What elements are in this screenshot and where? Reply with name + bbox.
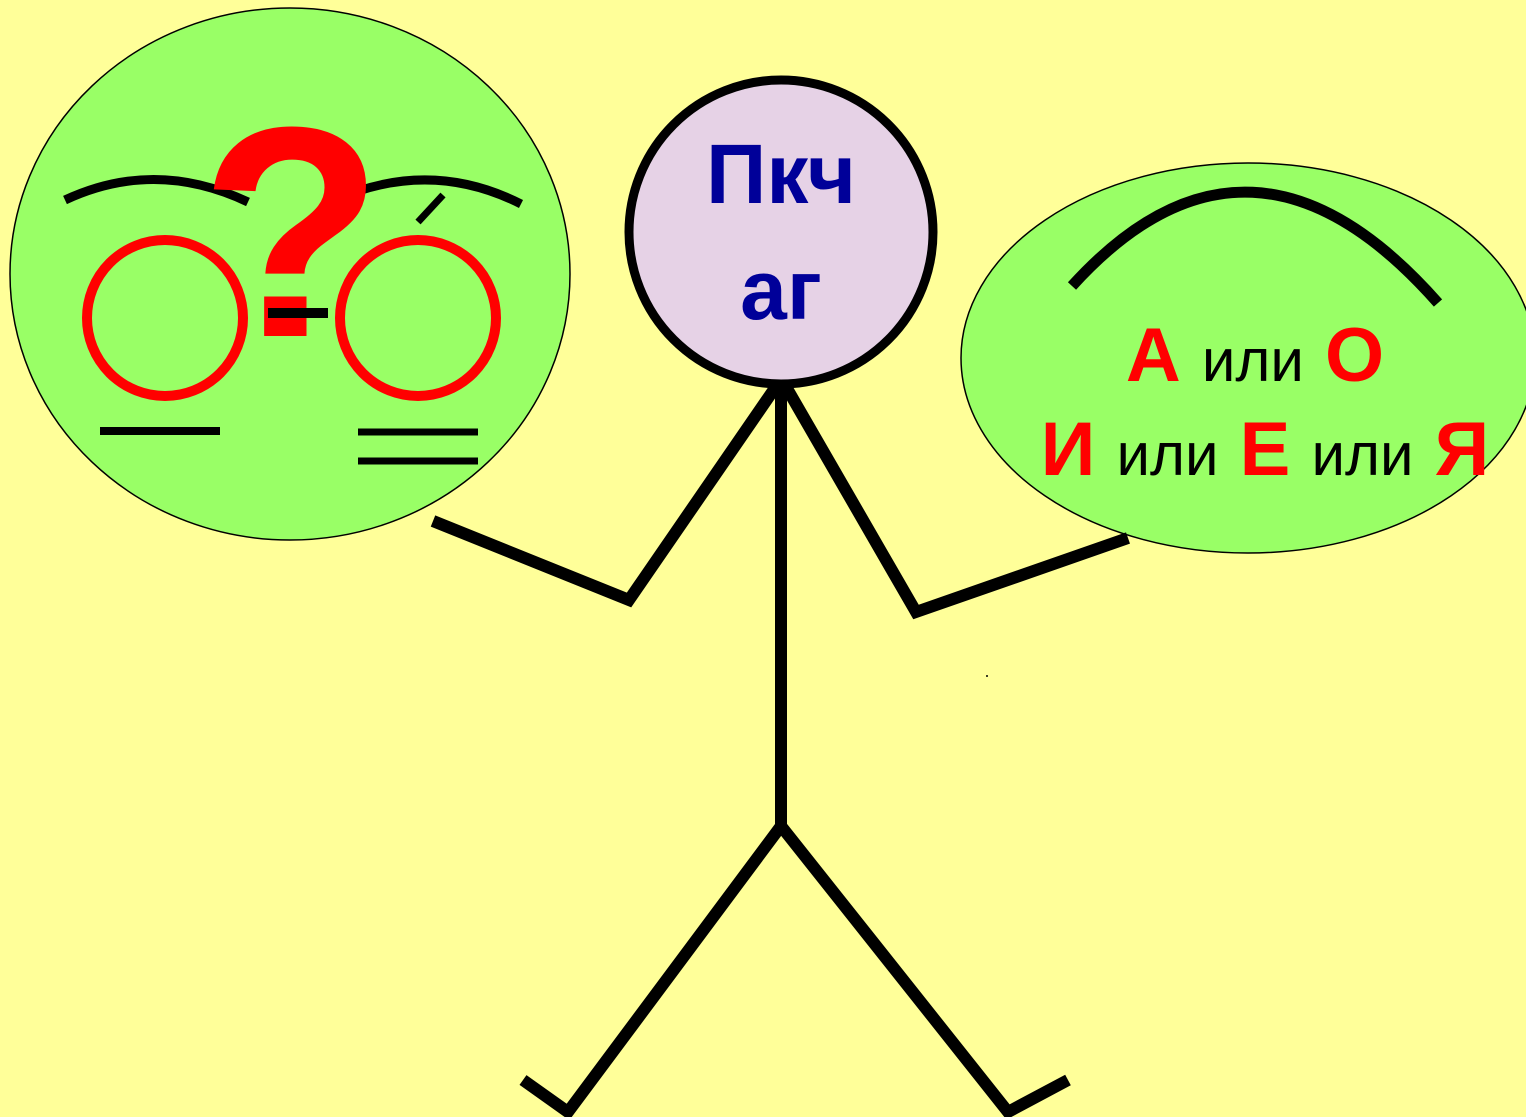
stick-figure: [430, 381, 1130, 1117]
left-arc-2: [333, 175, 524, 209]
vowel-o: О: [1325, 313, 1385, 398]
or-word-1: или: [1201, 327, 1304, 394]
vowel-circle-2: [335, 235, 501, 401]
head-word-line1: Пкч: [705, 127, 857, 221]
left-leg: [519, 822, 786, 1117]
left-arc-1: [63, 175, 250, 207]
right-leg: [776, 822, 1071, 1117]
vowel-e: Е: [1239, 407, 1291, 492]
question-mark: ?: [200, 64, 384, 400]
vowel-i: И: [1040, 407, 1096, 492]
left-bubble: [9, 7, 571, 541]
right-arm: [779, 382, 1130, 620]
head-word-line2: аг: [740, 243, 822, 337]
rule-row-2: И или Е или Я: [1030, 412, 1500, 488]
or-word-2: или: [1116, 421, 1219, 488]
rule-row-1: А или О: [1075, 318, 1435, 394]
or-word-3: или: [1311, 421, 1414, 488]
vowel-circle-1: [82, 235, 248, 401]
stray-dot: [986, 675, 988, 677]
right-arc: [1067, 186, 1443, 307]
vowel-ya: Я: [1434, 407, 1490, 492]
vowel-a: А: [1125, 313, 1181, 398]
head: [624, 75, 938, 389]
left-arm: [430, 381, 782, 608]
dash-mark: [268, 308, 328, 318]
left-bubble-content: [63, 175, 524, 465]
stress-mark-line: [415, 192, 446, 225]
